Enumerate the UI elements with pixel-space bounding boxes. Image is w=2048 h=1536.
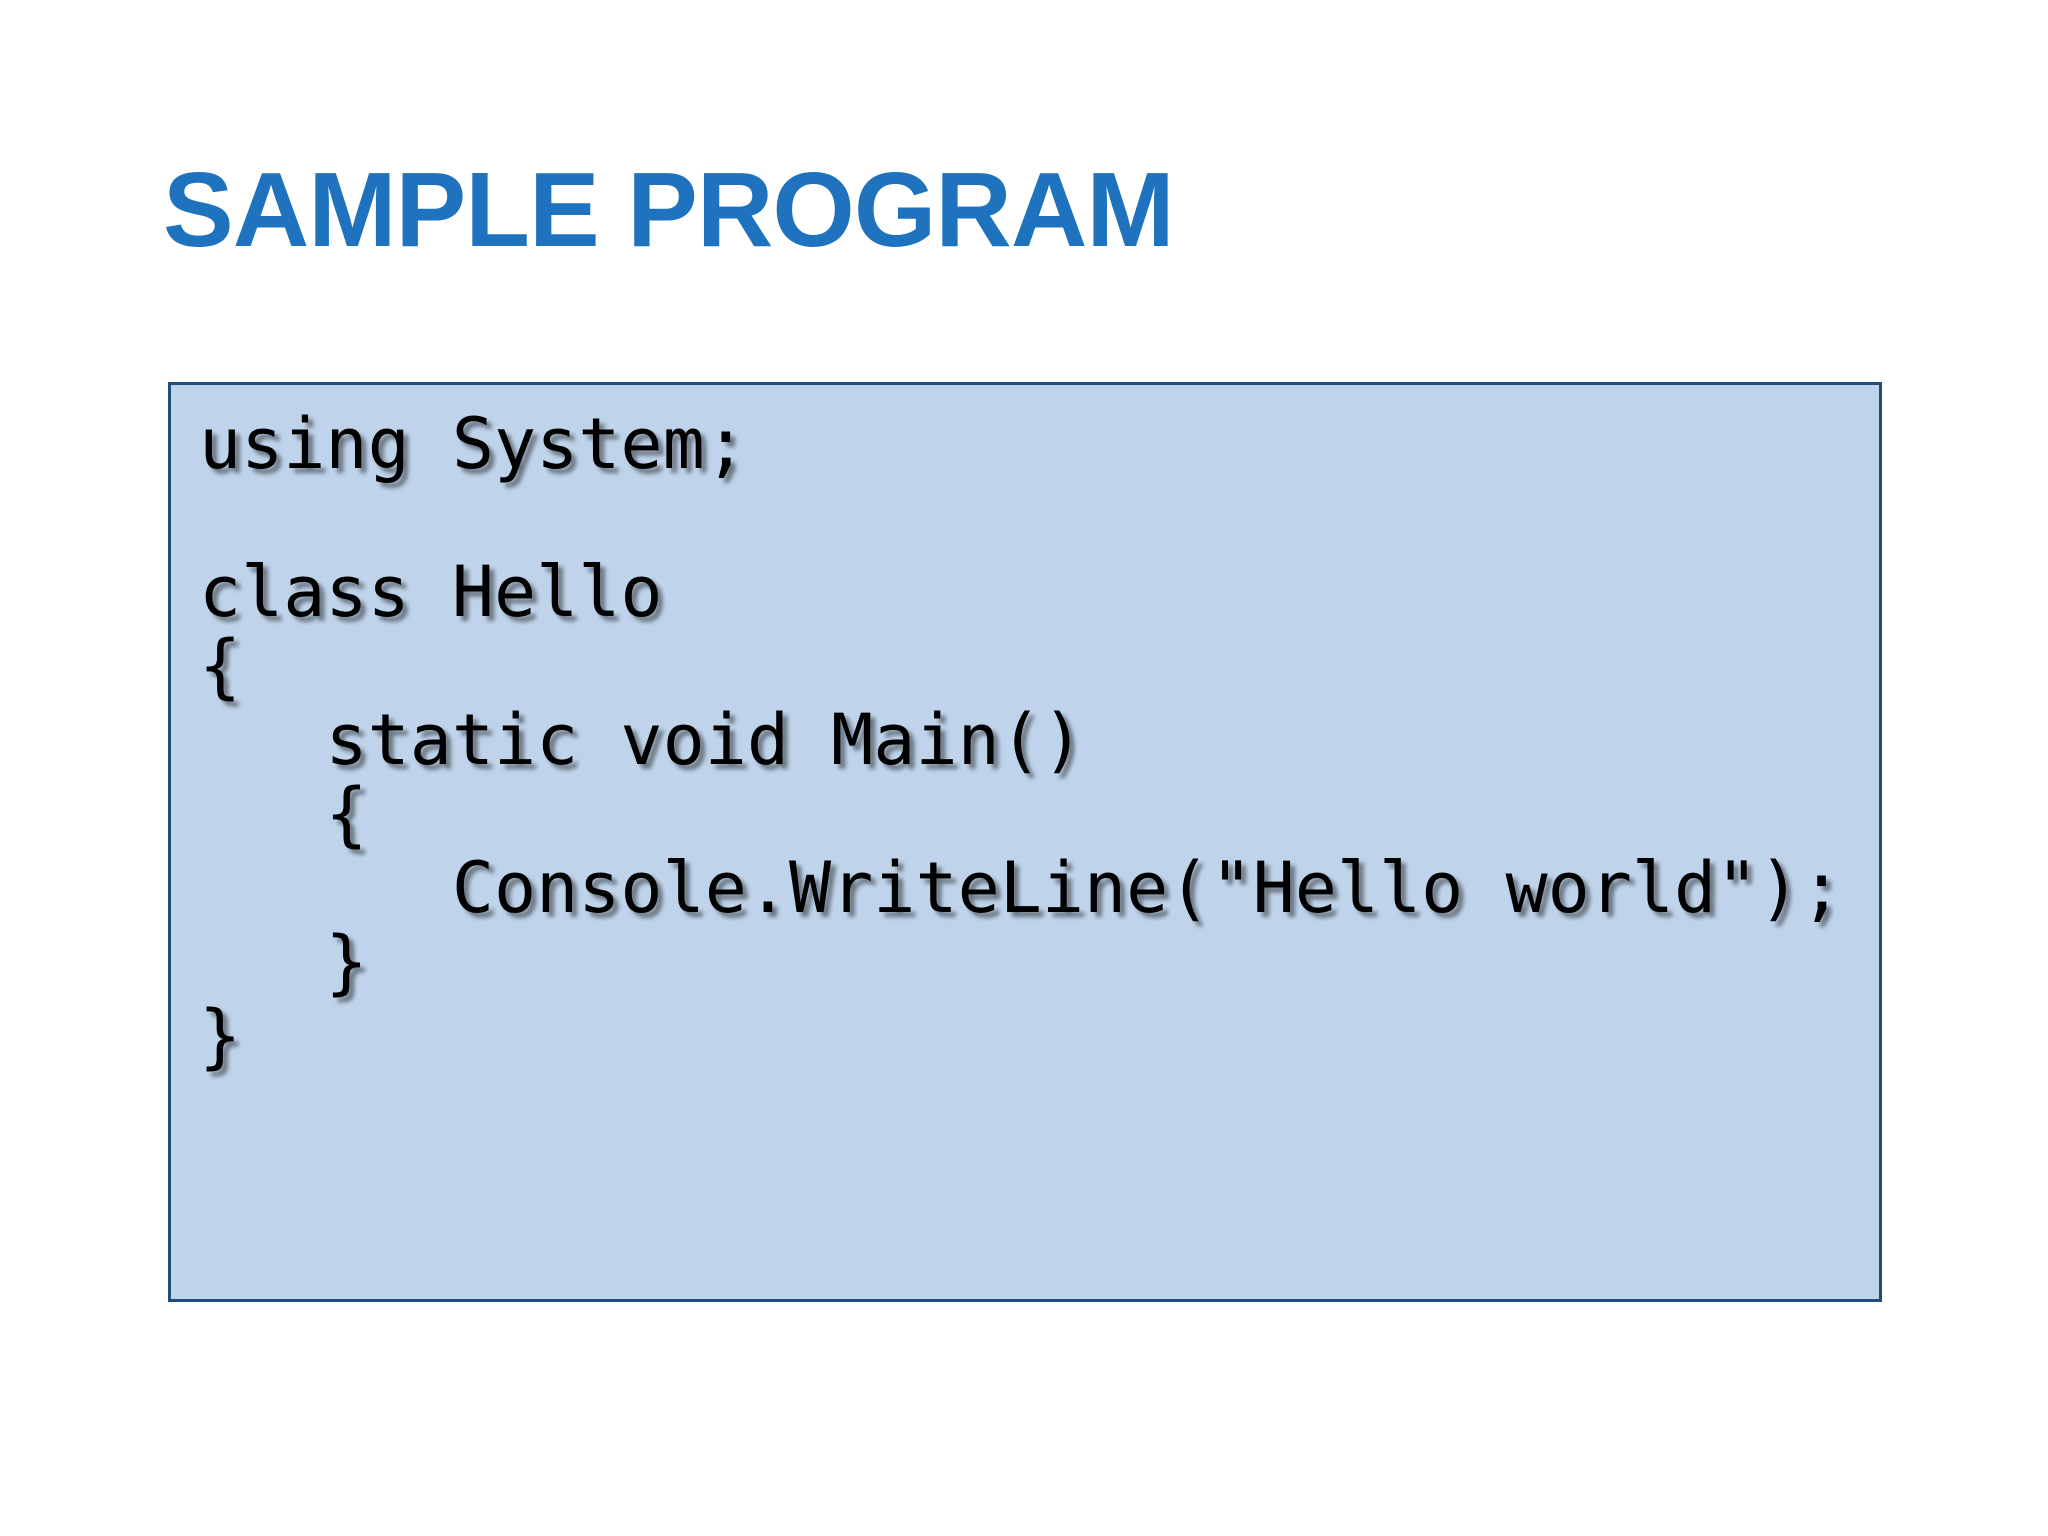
code-line: } <box>199 995 242 1077</box>
code-block: using System;class Hello{ static void Ma… <box>171 385 1879 1299</box>
code-line: Console.WriteLine("Hello world"); <box>199 847 1843 929</box>
code-snippet-box: using System;class Hello{ static void Ma… <box>168 382 1882 1302</box>
code-line: static void Main() <box>199 699 1085 781</box>
code-line: class Hello <box>199 551 663 633</box>
code-line <box>199 481 1879 555</box>
code-line: { <box>199 625 242 707</box>
code-line: } <box>199 921 368 1003</box>
page-title: SAMPLE PROGRAM <box>163 151 1175 269</box>
code-line: using System; <box>199 403 747 485</box>
code-line: { <box>199 773 368 855</box>
